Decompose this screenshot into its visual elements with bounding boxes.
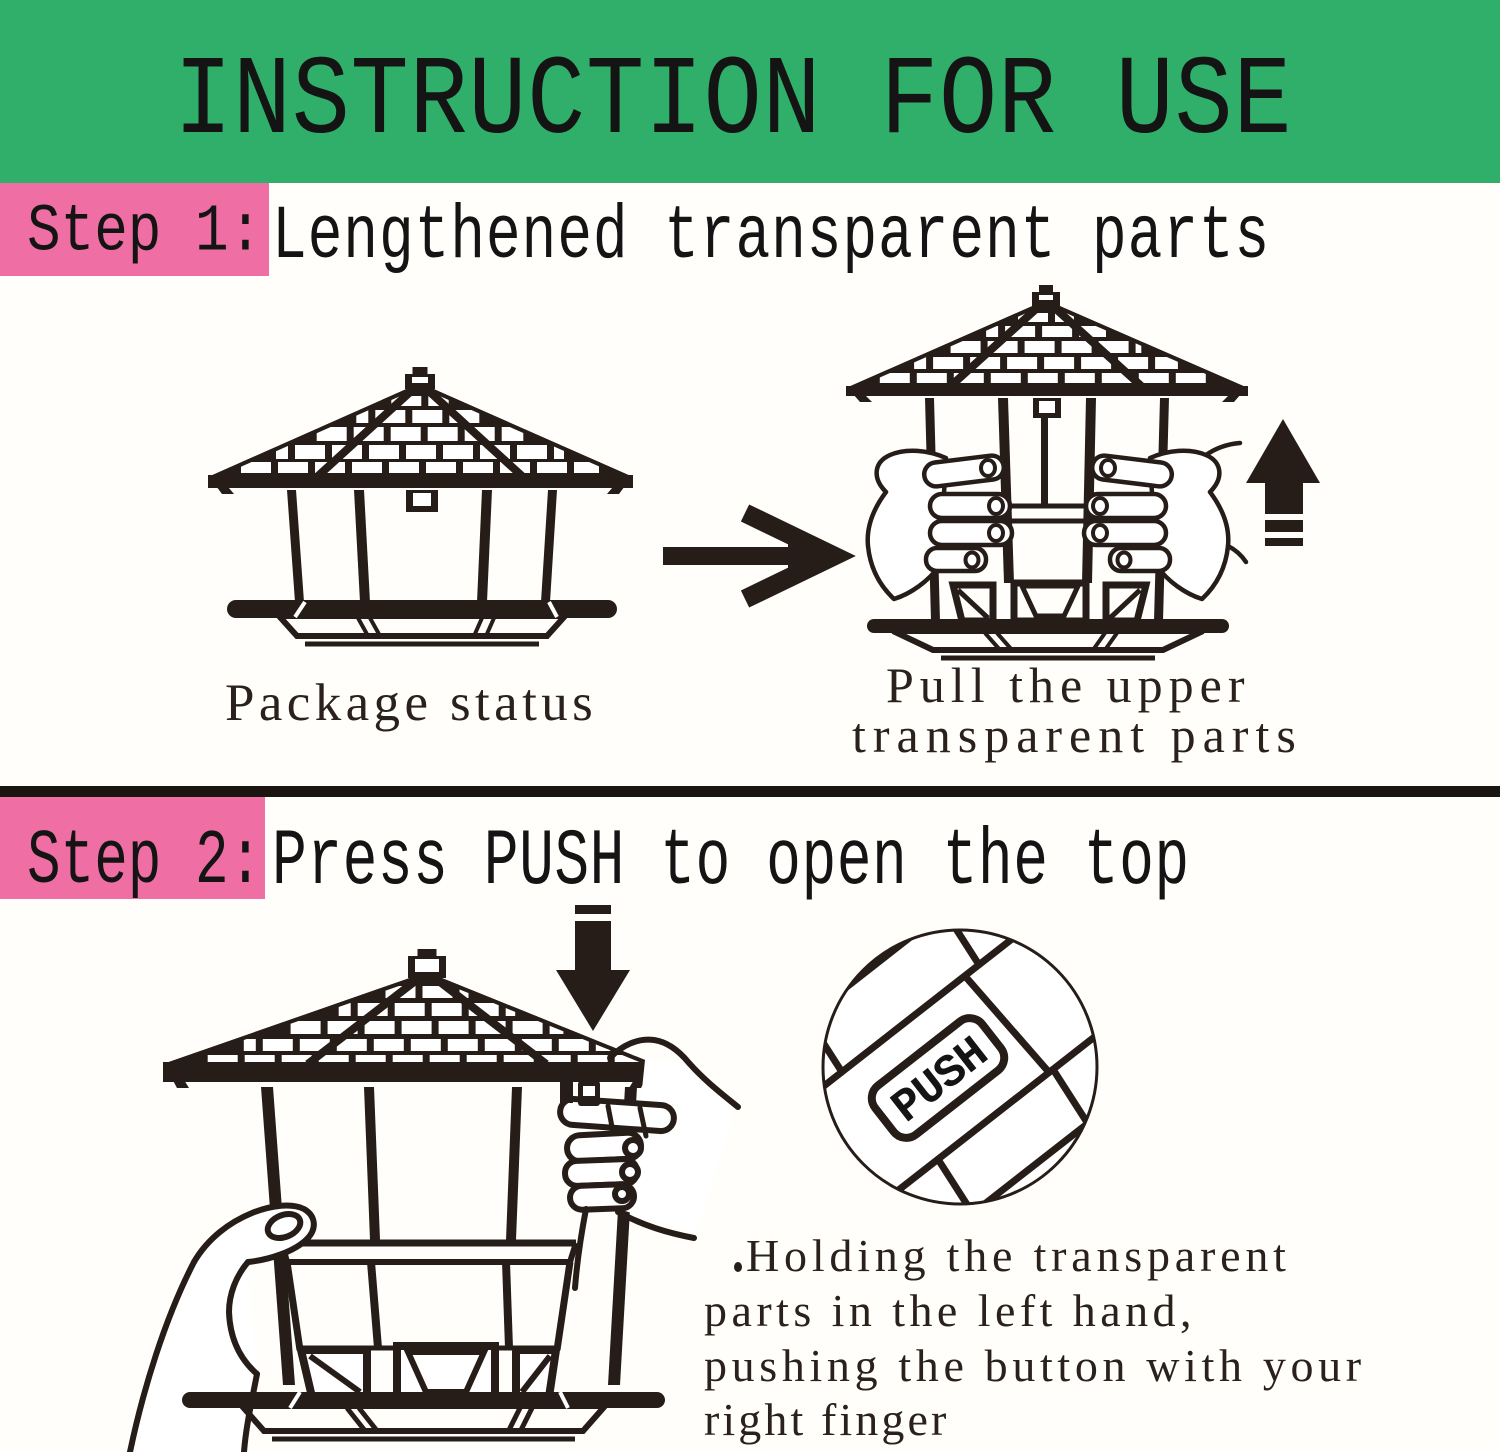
svg-text:parts in the left hand,: parts in the left hand,: [704, 1285, 1196, 1336]
svg-text:Pull the upper: Pull the upper: [886, 657, 1251, 713]
svg-text:Step 2:: Step 2:: [27, 819, 262, 906]
svg-text:right finger: right finger: [704, 1394, 949, 1445]
svg-text:pushing the button with your: pushing the button with your: [704, 1340, 1366, 1391]
svg-text:Package status: Package status: [225, 674, 597, 732]
svg-text:transparent parts: transparent parts: [852, 707, 1303, 763]
svg-text:Step 1:: Step 1:: [27, 194, 262, 270]
svg-text:Lengthened transparent parts: Lengthened transparent parts: [272, 195, 1270, 280]
svg-text:INSTRUCTION FOR USE: INSTRUCTION FOR USE: [174, 39, 1292, 166]
svg-text:Holding the transparent: Holding the transparent: [746, 1230, 1291, 1281]
svg-text:Press PUSH to open the top: Press PUSH to open the top: [272, 817, 1190, 907]
